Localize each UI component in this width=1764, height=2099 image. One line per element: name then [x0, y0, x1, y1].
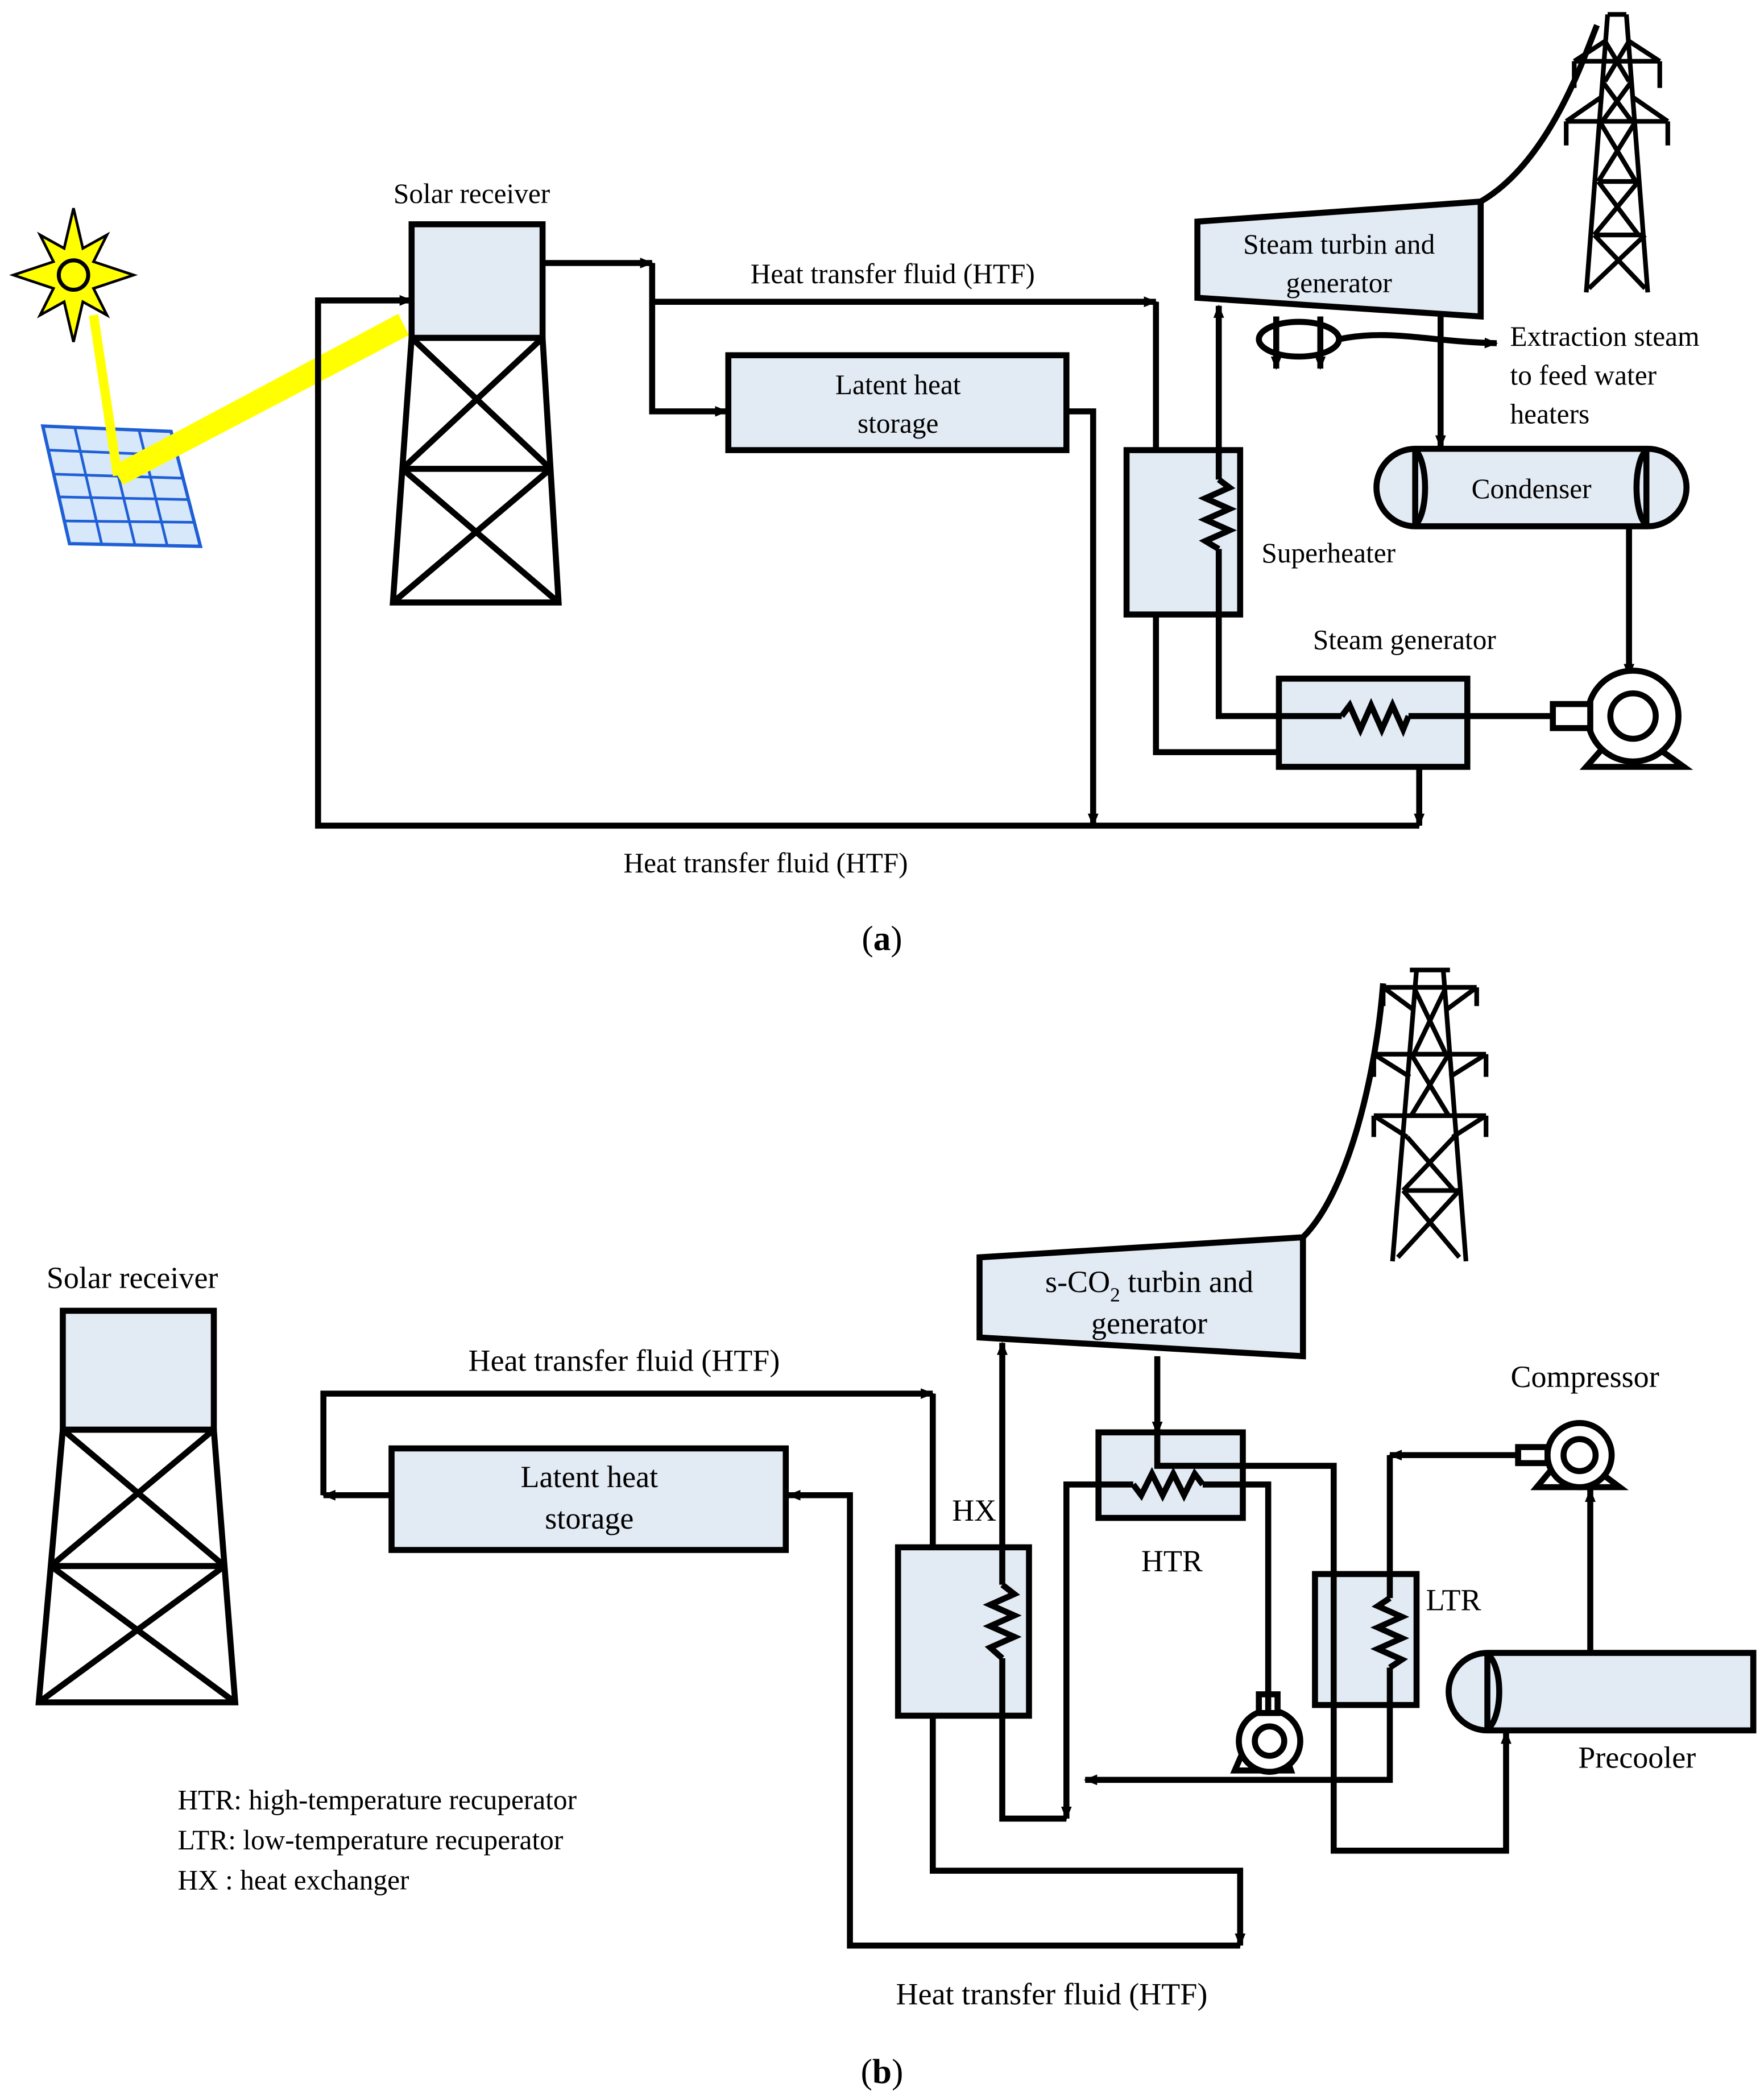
power-line-a — [1479, 24, 1600, 205]
sun-icon — [9, 208, 138, 342]
steam-generator-box — [1276, 676, 1471, 770]
steam-circuit-a — [1198, 304, 1553, 738]
solar-receiver-box-b — [60, 1307, 217, 1433]
sco2-turbine-box — [976, 1234, 1306, 1360]
hx-label: HX — [952, 1493, 996, 1527]
extraction-label-2: to feed water — [1510, 359, 1657, 391]
sco2-circuit — [983, 1341, 1596, 1854]
legend-htr: HTR: high-temperature recuperator — [178, 1784, 577, 1815]
transmission-tower-a-icon — [1564, 12, 1670, 293]
sco2-turbine-label-1: s-CO2 turbin and — [1045, 1265, 1253, 1306]
htf-bottom-label-b: Heat transfer fluid (HTF) — [896, 1977, 1208, 2011]
transmission-tower-b-icon — [1371, 967, 1489, 1262]
solar-receiver-box — [408, 221, 546, 341]
latent-storage-label-1: Latent heat — [835, 369, 961, 400]
receiver-tower — [390, 334, 562, 606]
steam-turbine-label-1: Steam turbin and — [1243, 229, 1435, 260]
legend-hx: HX : heat exchanger — [178, 1864, 409, 1895]
caption-b: (b) — [861, 2053, 904, 2091]
htr-box — [1095, 1429, 1246, 1521]
latent-storage-label-b-2: storage — [545, 1501, 633, 1535]
sun-ray — [89, 314, 122, 477]
steam-generator-label: Steam generator — [1313, 624, 1496, 656]
extraction-label-3: heaters — [1510, 399, 1590, 430]
extraction-label-1: Extraction steam — [1510, 321, 1700, 352]
compressor-icon — [1515, 1420, 1629, 1491]
panel-a: Solar receiver Heat transfer fluid (HTF)… — [9, 12, 1700, 958]
condenser-label: Condenser — [1472, 473, 1592, 504]
steam-turbine-box — [1194, 198, 1484, 320]
precooler-vessel — [1446, 1650, 1757, 1734]
compressor-label: Compressor — [1510, 1360, 1659, 1394]
latent-heat-storage-box — [725, 352, 1070, 453]
legend-ltr: LTR: low-temperature recuperator — [178, 1824, 564, 1856]
superheater-label: Superheater — [1261, 537, 1396, 569]
steam-turbine-label-2: generator — [1286, 267, 1392, 299]
sco2-turbine-label-2: generator — [1091, 1306, 1207, 1340]
htr-label: HTR — [1141, 1544, 1203, 1578]
latent-heat-storage-box-b — [388, 1445, 789, 1553]
power-line-b — [1301, 983, 1386, 1240]
ltr-label: LTR — [1426, 1583, 1481, 1617]
latent-storage-label-b-1: Latent heat — [521, 1460, 659, 1494]
panel-b: Solar receiver HTR: high-temperature rec… — [35, 967, 1757, 2091]
feed-pump-icon — [1550, 667, 1693, 770]
htf-top-label: Heat transfer fluid (HTF) — [751, 258, 1035, 289]
extraction-loop — [1256, 316, 1498, 370]
solar-receiver-label-b: Solar receiver — [47, 1261, 218, 1295]
reflected-beam — [112, 313, 409, 485]
htf-bottom-label: Heat transfer fluid (HTF) — [623, 847, 908, 879]
solar-receiver-label: Solar receiver — [394, 178, 550, 209]
precooler-label: Precooler — [1578, 1741, 1696, 1775]
htf-top-label-b: Heat transfer fluid (HTF) — [469, 1344, 780, 1378]
caption-a: (a) — [862, 920, 902, 958]
receiver-tower-b — [35, 1426, 239, 1705]
htf-piping-a — [315, 258, 1425, 829]
latent-storage-label-2: storage — [858, 408, 939, 439]
condenser-vessel — [1373, 445, 1690, 529]
